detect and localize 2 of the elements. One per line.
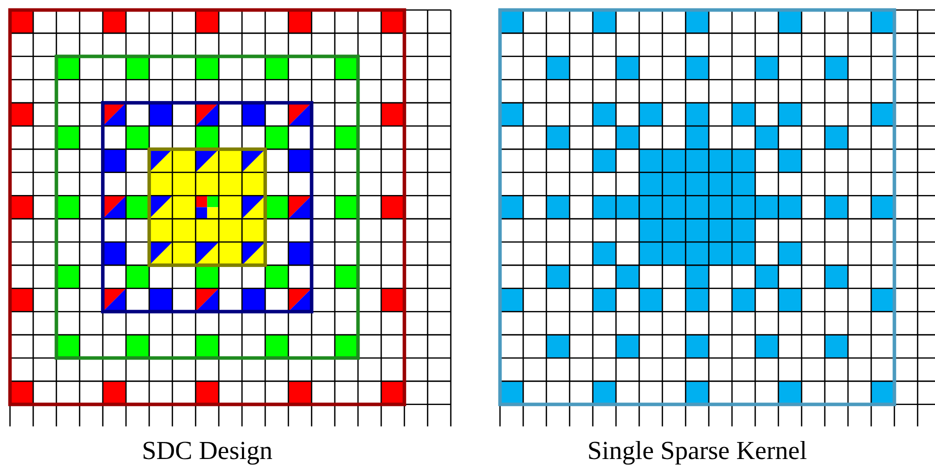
caption: Single Sparse Kernel	[587, 436, 807, 466]
caption: SDC Design	[142, 436, 273, 466]
